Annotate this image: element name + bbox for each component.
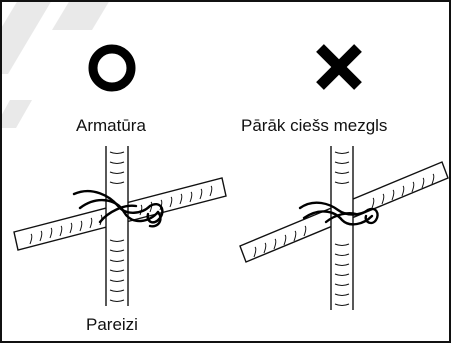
rebar-ribs-diagonal-left xyxy=(29,185,213,245)
watermark xyxy=(0,0,110,128)
tie-wire-too-tight xyxy=(298,201,379,226)
label-too-tight-knot: Pārāk ciešs mezgls xyxy=(241,116,388,135)
label-correct: Pareizi xyxy=(86,315,138,334)
rebar-ribs-diagonal-right xyxy=(253,173,435,258)
rebar-vertical-right xyxy=(330,146,354,310)
tie-wire-correct xyxy=(72,189,164,228)
cross-wrong-icon xyxy=(316,44,362,90)
label-rebar: Armatūra xyxy=(76,116,146,135)
rebar-vertical-left xyxy=(105,146,129,306)
circle-ok-icon xyxy=(88,44,136,92)
